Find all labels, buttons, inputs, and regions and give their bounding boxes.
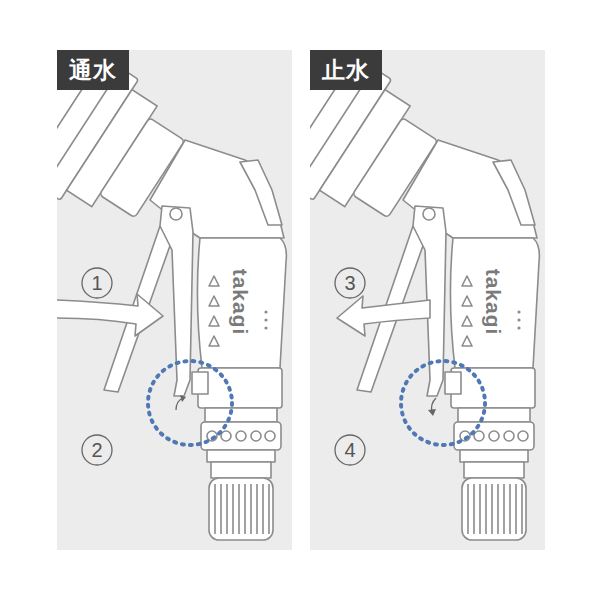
- callout-ring: [82, 435, 112, 465]
- lock-arrowhead: [428, 409, 436, 416]
- callout-circle: 1: [81, 267, 113, 299]
- callout-ring: [335, 268, 365, 298]
- nozzle-left: [57, 50, 286, 540]
- brand-mark: takagi: [228, 269, 252, 336]
- callout-circle: 3: [334, 267, 366, 299]
- callout-number: 2: [91, 439, 102, 461]
- highlight-circle: [401, 361, 485, 445]
- nozzle-drawing: [310, 50, 539, 540]
- panel-heading: 止水: [310, 50, 382, 90]
- callout-circle: 4: [334, 434, 366, 466]
- callout-ring: [82, 268, 112, 298]
- highlight-circle: [148, 361, 232, 445]
- release-arrow: [337, 296, 430, 336]
- callout-circle: 2: [81, 434, 113, 466]
- panel-heading: 通水: [57, 50, 129, 90]
- lock-arrowhead: [180, 395, 186, 402]
- nozzle-drawing: [57, 50, 286, 540]
- callout-number: 4: [344, 439, 355, 461]
- callout-ring: [335, 435, 365, 465]
- callout-number: 3: [344, 272, 355, 294]
- push-arrow: [57, 294, 163, 336]
- callout-number: 1: [91, 272, 102, 294]
- brand-mark: takagi: [481, 269, 505, 336]
- nozzle-right: [310, 50, 539, 540]
